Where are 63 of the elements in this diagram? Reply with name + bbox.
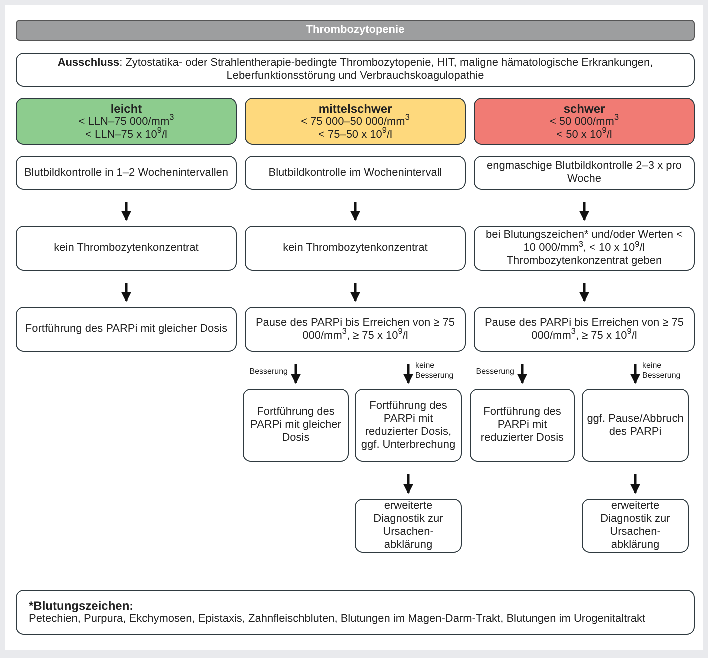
process-box [470,389,575,462]
process-box [474,226,695,271]
arrow [122,283,132,302]
severity-box [474,98,695,145]
severity-box [245,98,466,145]
heading: leicht [110,102,142,116]
process-box [355,389,462,462]
box-text: erweiterte Diagnostik zur Ursachen-abklärung [600,500,672,552]
box-text: < 75–50 x 10$^{9}$/l [318,128,392,142]
box-text: Pause des PARPi bis Erreichen von ≥ 75 000/mm$^{3}$, ≥ 75 x 10$^{9}$/l [254,316,456,342]
process-box [243,389,349,462]
arrow [630,474,640,494]
process-box [16,156,237,190]
box-text: Ausschluss: Zytostatika- oder Strahlentherapie-bedingte Thrombozytopenie, HIT, maligne hämatologische Erkrankungen, Leberfunktionsstörung und Verbrauchskoagulopathie [56,57,654,83]
box-text: kein Thrombozytenkonzentrat [54,242,199,255]
arrow [518,364,528,384]
process-box [474,307,695,352]
box-text: ggf. Pause/Abbruch des PARPi [587,412,684,438]
process-box [16,307,237,352]
heading: mittelschwer [318,102,392,116]
arrow [580,283,590,302]
process-box [16,226,237,271]
box-text: erweiterte Diagnostik zur Ursachen-abklärung [372,500,444,552]
process-box [582,499,689,553]
box-text: Fortführung des PARPi mit gleicher Dosis [25,323,228,336]
box-text: bei Blutungszeichen* und/oder Werten < 10 000/mm$^{3}$, < 10 x 10$^{9}$/l Thrombozytenkonzentrat geben [484,229,684,268]
box-text: < 50 x 10$^{9}$/l [556,128,612,142]
box-text: < 75 000–50 000/mm$^{3}$ [301,116,410,128]
title-bar [16,20,695,41]
box-text: Fortführung des PARPi mit reduzierter Dosis [480,406,566,445]
heading: schwer [564,102,606,116]
severity-box [16,98,237,145]
box-text: Blutbildkontrolle im Wochenintervall [268,166,442,180]
box-text: Fortführung des PARPi mit gleicher Dosis [250,406,342,445]
arrow [580,202,590,222]
box-text: Petechien, Purpura, Ekchymosen, Epistaxis, Zahnfleischbluten, Blutungen im Magen-Darm-Trakt, Blutungen im Urogenitaltrakt [29,613,646,626]
arrow [404,364,414,384]
process-box [474,156,695,190]
box-text: Pause des PARPi bis Erreichen von ≥ 75 000/mm$^{3}$, ≥ 75 x 10$^{9}$/l [484,316,686,342]
process-box [16,53,695,87]
box-text: < LLN–75 x 10$^{9}$/l [86,128,168,142]
arrow [122,202,132,222]
footnote-box [16,590,695,635]
arrow [291,364,301,384]
arrow [350,283,360,302]
edge-label: Besserung [250,367,288,377]
process-box [355,499,462,553]
process-box [582,389,689,462]
box-text: Blutbildkontrolle in 1–2 Wochenintervallen [24,166,229,180]
box-text: engmaschige Blutbildkontrolle 2–3 x pro Woche [486,160,684,186]
box-text: kein Thrombozytenkonzentrat [283,242,428,255]
arrow [630,364,640,384]
box-text: < 50 000/mm$^{3}$ [550,116,620,128]
arrow [350,202,360,222]
edge-label: Besserung [476,367,514,377]
box-text: < LLN–75 000/mm$^{3}$ [78,116,174,128]
box-text: Fortführung des PARPi mit reduzierter Dosis, ggf. Unterbrechung [360,400,457,452]
heading: *Blutungszeichen: [29,599,134,613]
process-box [245,156,466,190]
title: Thrombozytopenie [306,23,405,38]
process-box [245,307,466,352]
process-box [245,226,466,271]
arrow [404,474,414,494]
